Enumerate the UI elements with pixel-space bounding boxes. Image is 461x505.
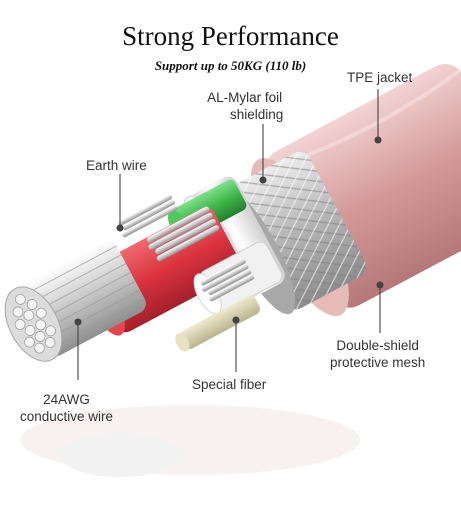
label-al-mylar-line2: shielding [230,107,284,122]
callout-lines [74,89,384,380]
diagram-subtitle: Support up to 50KG (110 lb) [154,58,307,73]
label-special-fiber: Special fiber [192,377,267,392]
label-earth-wire: Earth wire [86,158,147,173]
center-conductor-bundle [146,206,220,262]
label-al-mylar-line1: AL-Mylar foil [207,90,283,105]
label-24awg: 24AWG conductive wire [20,391,113,425]
label-tpe-jacket: TPE jacket [347,70,413,85]
label-double-shield-line1: Double-shield [336,338,419,353]
label-double-shield: Double-shield protective mesh [330,337,425,371]
label-double-shield-line2: protective mesh [330,355,426,370]
label-24awg-line2: conductive wire [20,409,114,424]
label-al-mylar: AL-Mylar foil shielding [206,89,283,123]
label-24awg-line1: 24AWG [43,392,90,407]
diagram-title: Strong Performance [122,21,339,51]
awg-conductor-bundle [4,240,146,362]
earth-wire-strands [118,194,178,238]
special-fiber-strand [175,295,260,352]
right-conductor-strands [200,258,255,302]
floor-reflection [20,405,360,477]
